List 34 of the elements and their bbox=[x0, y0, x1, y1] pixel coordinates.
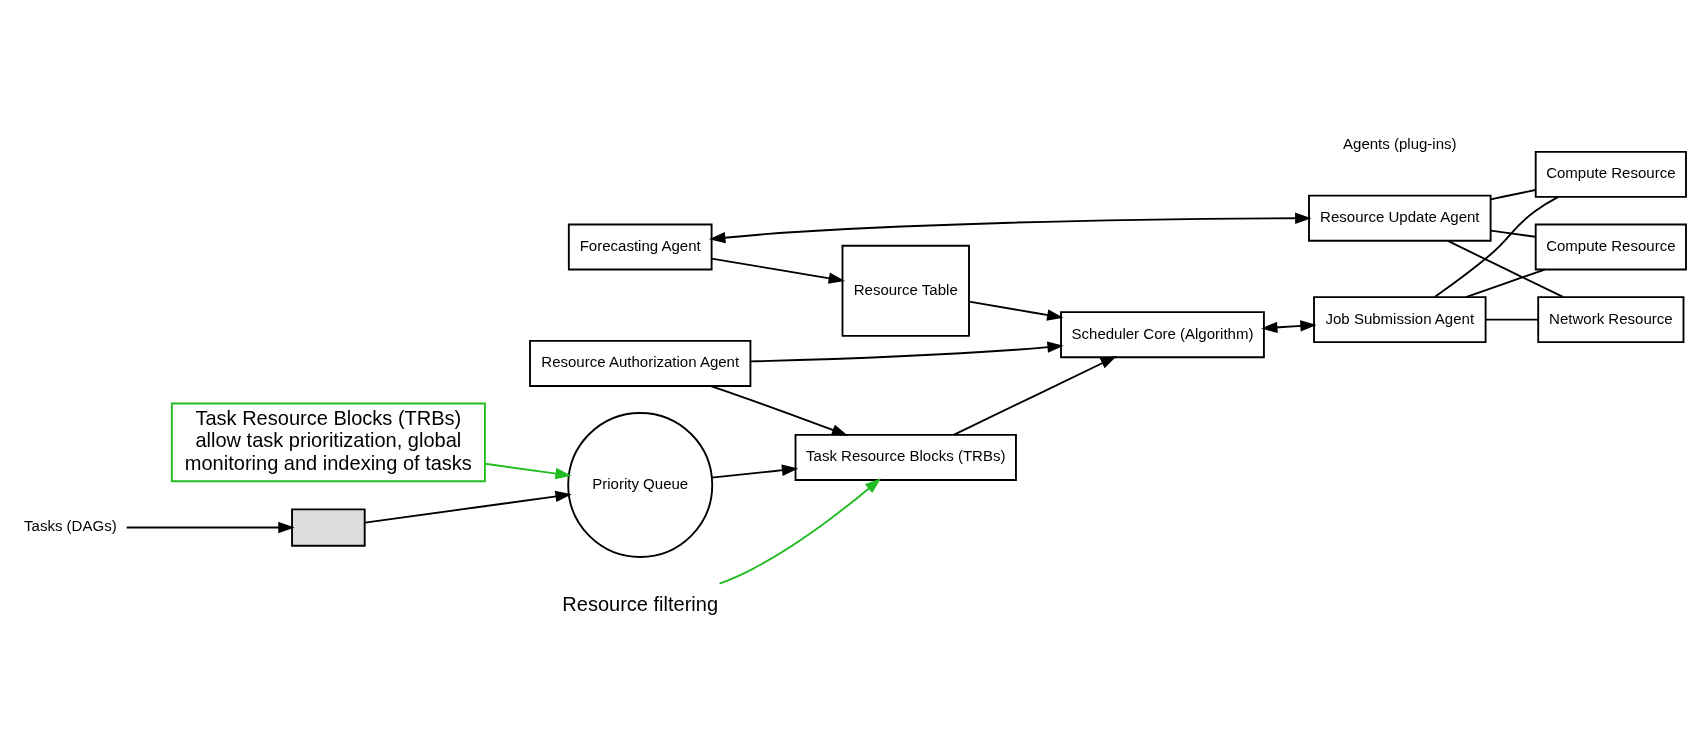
node-box: Network Resource bbox=[1537, 296, 1685, 344]
connector bbox=[1464, 268, 1546, 298]
arrow bbox=[953, 356, 1117, 436]
node-circle: Priority Queue bbox=[567, 412, 714, 558]
arrow bbox=[710, 464, 799, 479]
arrow bbox=[125, 521, 295, 534]
arrow bbox=[1261, 320, 1317, 334]
arrow bbox=[364, 490, 572, 524]
node-box: Scheduler Core (Algorithm) bbox=[1060, 311, 1265, 359]
connector bbox=[1433, 196, 1560, 298]
node-box: Compute Resource bbox=[1534, 223, 1687, 271]
node-box: Resource Update Agent bbox=[1308, 194, 1492, 242]
node-box: Task Resource Blocks (TRBs) bbox=[794, 433, 1017, 481]
arrow bbox=[718, 478, 882, 585]
node-box: Task Resource Blocks (TRBs) allow task prioritization, global monitoring and indexing of tasks bbox=[170, 402, 486, 483]
node-box: Forecasting Agent bbox=[567, 223, 713, 271]
node-text: Resource filtering bbox=[562, 593, 719, 616]
arrow bbox=[484, 462, 572, 480]
node-box bbox=[291, 508, 366, 547]
node-box: Resource Authorization Agent bbox=[529, 340, 752, 387]
node-box: Compute Resource bbox=[1534, 150, 1687, 198]
connector bbox=[1446, 240, 1564, 298]
label: Agents (plug-ins) bbox=[1343, 135, 1457, 153]
connector bbox=[1489, 189, 1537, 201]
node-box: Job Submission Agent bbox=[1313, 296, 1487, 344]
arrow bbox=[749, 341, 1064, 363]
arrow bbox=[968, 300, 1064, 321]
arrow bbox=[709, 212, 1312, 244]
node-text: Tasks (DAGs) bbox=[24, 517, 117, 535]
arrow bbox=[709, 385, 849, 436]
arrow bbox=[710, 257, 845, 284]
connector bbox=[1489, 229, 1537, 238]
node-box: Resource Table bbox=[841, 244, 970, 337]
connector bbox=[1484, 318, 1540, 321]
